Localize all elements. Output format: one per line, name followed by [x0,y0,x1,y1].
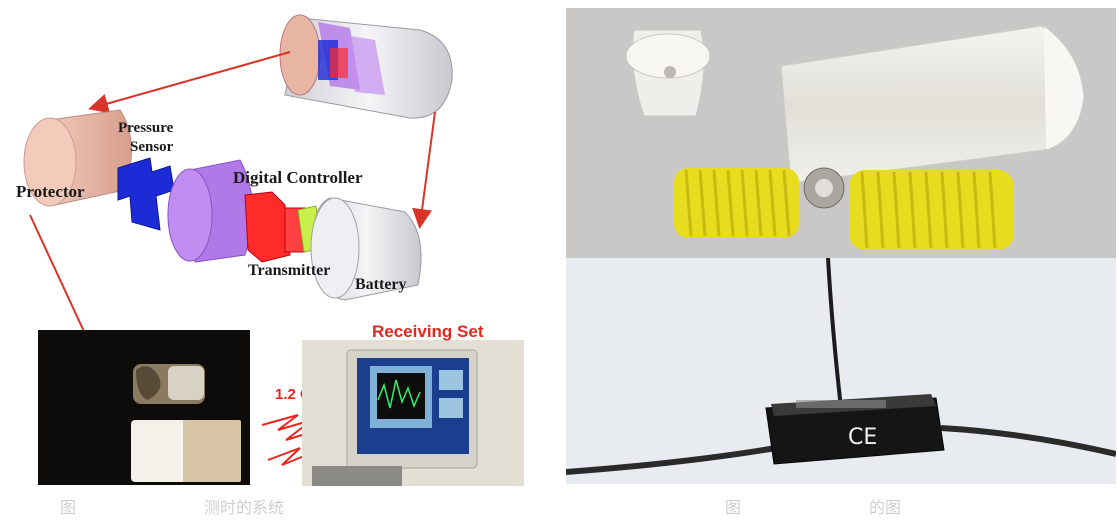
pressure-sensor-label-line1: Pressure [118,120,174,136]
capsule-shell-photo [131,420,241,482]
capsule-tube [780,25,1085,184]
yellow-spring-right [849,170,1014,250]
transmitter-label: Transmitter [248,262,331,279]
ce-module-box [765,394,945,465]
capsule-parts-photo [566,8,1116,258]
exploded-capsule-diagram [23,14,453,424]
battery-part [310,197,422,301]
protector-part [23,109,132,207]
capsule-internals-photo [133,364,205,404]
capsule-cap [625,29,711,117]
digital-controller-part [167,159,253,263]
receiver-cable-photo: CE [566,258,1116,484]
protector-label: Protector [16,182,85,201]
arrow-to-protector [88,51,291,114]
pressure-sensor-label-line2: Sensor [130,139,174,155]
caption-right: 图 的图 [725,498,902,517]
capsule-photo [38,330,250,485]
receiving-set-photo [302,340,524,486]
metal-sensor-node [803,167,845,209]
assembled-capsule [279,14,453,119]
caption-left: 图 测时的系统 [60,498,285,517]
yellow-spring-left [674,168,799,238]
cable-right [940,425,1116,457]
cable-left [566,445,777,475]
arrow-to-battery [412,111,436,229]
receiving-set-title: Receiving Set [372,322,484,341]
transmitter-part [244,191,323,263]
ce-mark: CE [848,425,877,450]
battery-label: Battery [355,276,407,293]
signal-zigzag [261,414,319,466]
digital-controller-label: Digital Controller [233,168,363,187]
pressure-sensor-part [117,157,175,231]
cable-vertical [826,258,843,409]
capsule-system-figure: Pressure Sensor Protector Digital Contro… [0,0,560,490]
